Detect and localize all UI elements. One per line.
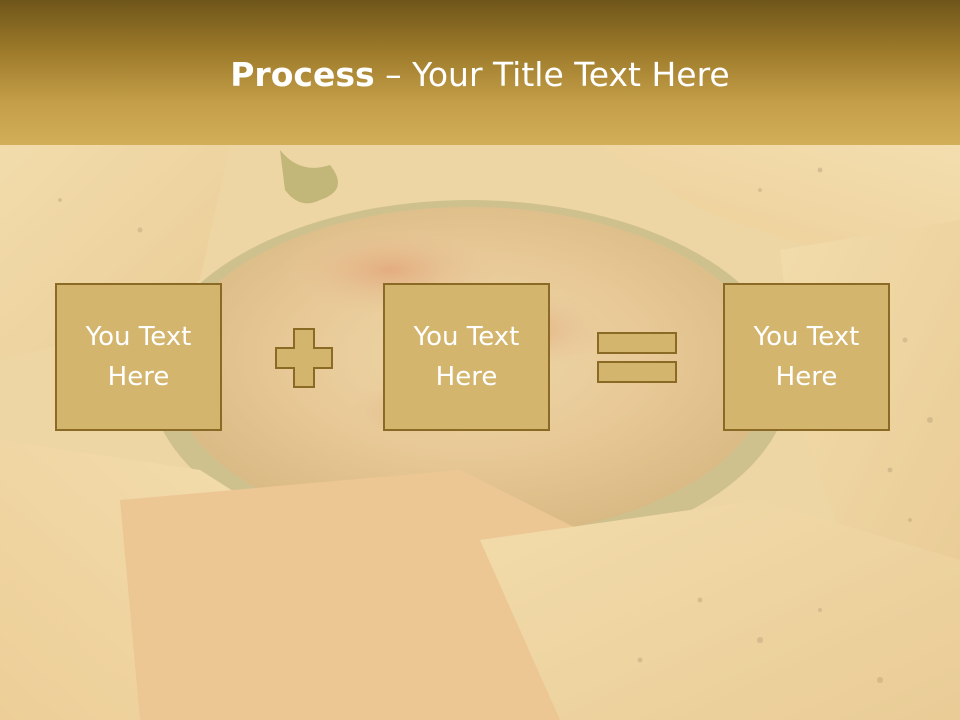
- process-box-3[interactable]: You Text Here: [723, 283, 890, 431]
- background-wash: [0, 145, 960, 720]
- plus-icon: [274, 327, 334, 389]
- process-box-2-text: You Text Here: [413, 322, 520, 392]
- title-text: Your Title Text Here: [412, 55, 730, 94]
- title-dash: –: [374, 55, 413, 94]
- process-box-1[interactable]: You Text Here: [55, 283, 222, 431]
- title-bold: Process: [230, 55, 375, 94]
- process-box-3-text: You Text Here: [753, 322, 860, 392]
- slide-title[interactable]: Process – Your Title Text Here: [0, 54, 960, 96]
- process-box-2[interactable]: You Text Here: [383, 283, 550, 431]
- equals-icon: [597, 332, 677, 384]
- title-bar: Process – Your Title Text Here: [0, 0, 960, 145]
- process-box-1-text: You Text Here: [85, 322, 192, 392]
